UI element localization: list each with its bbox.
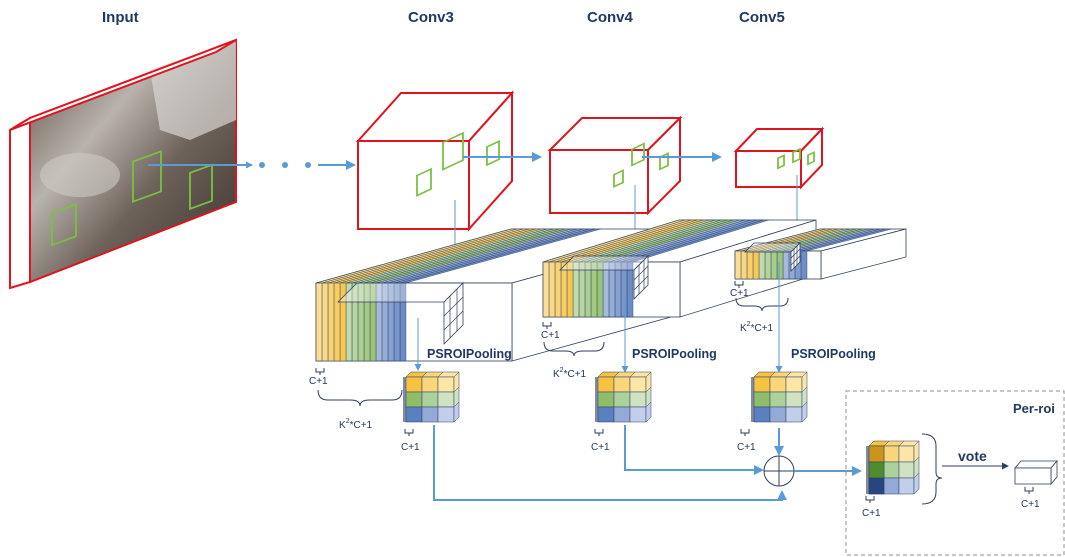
- pooled-block-conv4: [595, 371, 652, 423]
- svg-text:C+1: C+1: [541, 330, 560, 341]
- conv5-feature-box: [733, 126, 825, 190]
- conv5-c1-bracket: C+1: [730, 281, 749, 299]
- per-roi-score-block: [866, 440, 920, 495]
- conv4-k2-bracket: K2*C+1: [543, 341, 605, 380]
- output-vector-box: C+1: [1014, 459, 1058, 510]
- pooled-block-conv5: [751, 371, 808, 423]
- conv3-score-maps: [315, 228, 708, 362]
- arrow-pool2-to-sum: [624, 425, 764, 475]
- perroi-brace: [921, 433, 943, 505]
- svg-text:C+1: C+1: [309, 376, 328, 387]
- svg-text:C+1: C+1: [591, 442, 610, 453]
- per-roi-region: [845, 390, 1065, 556]
- dot-2: [282, 162, 288, 168]
- pool2-c1: C+1: [591, 429, 610, 453]
- conv3-feature-box: [355, 90, 515, 232]
- roi-box-input-3: [51, 203, 77, 247]
- conv3-c1-bracket: C+1: [309, 368, 328, 387]
- svg-text:K2*C+1: K2*C+1: [740, 321, 774, 334]
- dot-1: [259, 162, 265, 168]
- pool1-c1: C+1: [401, 429, 420, 453]
- svg-text:C+1: C+1: [862, 508, 881, 519]
- arrow-pool1-to-sum: [433, 425, 787, 501]
- conv4-c1-bracket: C+1: [541, 322, 560, 341]
- svg-text:C+1: C+1: [737, 442, 756, 453]
- conv4-score-maps: [542, 219, 817, 318]
- conv5-title: Conv5: [739, 9, 785, 26]
- dot-3: [305, 162, 311, 168]
- svg-text:C+1: C+1: [730, 288, 749, 299]
- vote-label: vote: [958, 448, 987, 464]
- input-title: Input: [102, 9, 139, 26]
- svg-text:K2*C+1: K2*C+1: [339, 418, 373, 431]
- psroi-label-1: PSROIPooling: [427, 347, 512, 361]
- pool3-c1: C+1: [737, 429, 756, 453]
- sum-node: [763, 455, 795, 487]
- conv3-k2-bracket: K2*C+1: [317, 389, 403, 431]
- conv4-feature-box: [547, 115, 683, 216]
- roi-box-input-2: [189, 163, 213, 211]
- conv5-k2-bracket: K2*C+1: [735, 297, 789, 334]
- per-roi-label: Per-roi: [1013, 401, 1055, 416]
- psroi-label-2: PSROIPooling: [632, 347, 717, 361]
- svg-text:K2*C+1: K2*C+1: [553, 367, 587, 380]
- conv3-title: Conv3: [408, 9, 454, 26]
- pooled-block-conv3: [403, 371, 460, 423]
- psroi-label-3: PSROIPooling: [791, 347, 876, 361]
- svg-text:C+1: C+1: [1021, 499, 1040, 510]
- svg-text:C+1: C+1: [401, 442, 420, 453]
- perroi-c1: C+1: [862, 496, 881, 519]
- roi-box-input-1: [132, 150, 162, 203]
- conv4-title: Conv4: [587, 9, 634, 26]
- conv5-score-maps: [734, 228, 907, 280]
- input-image-frame: [9, 38, 237, 290]
